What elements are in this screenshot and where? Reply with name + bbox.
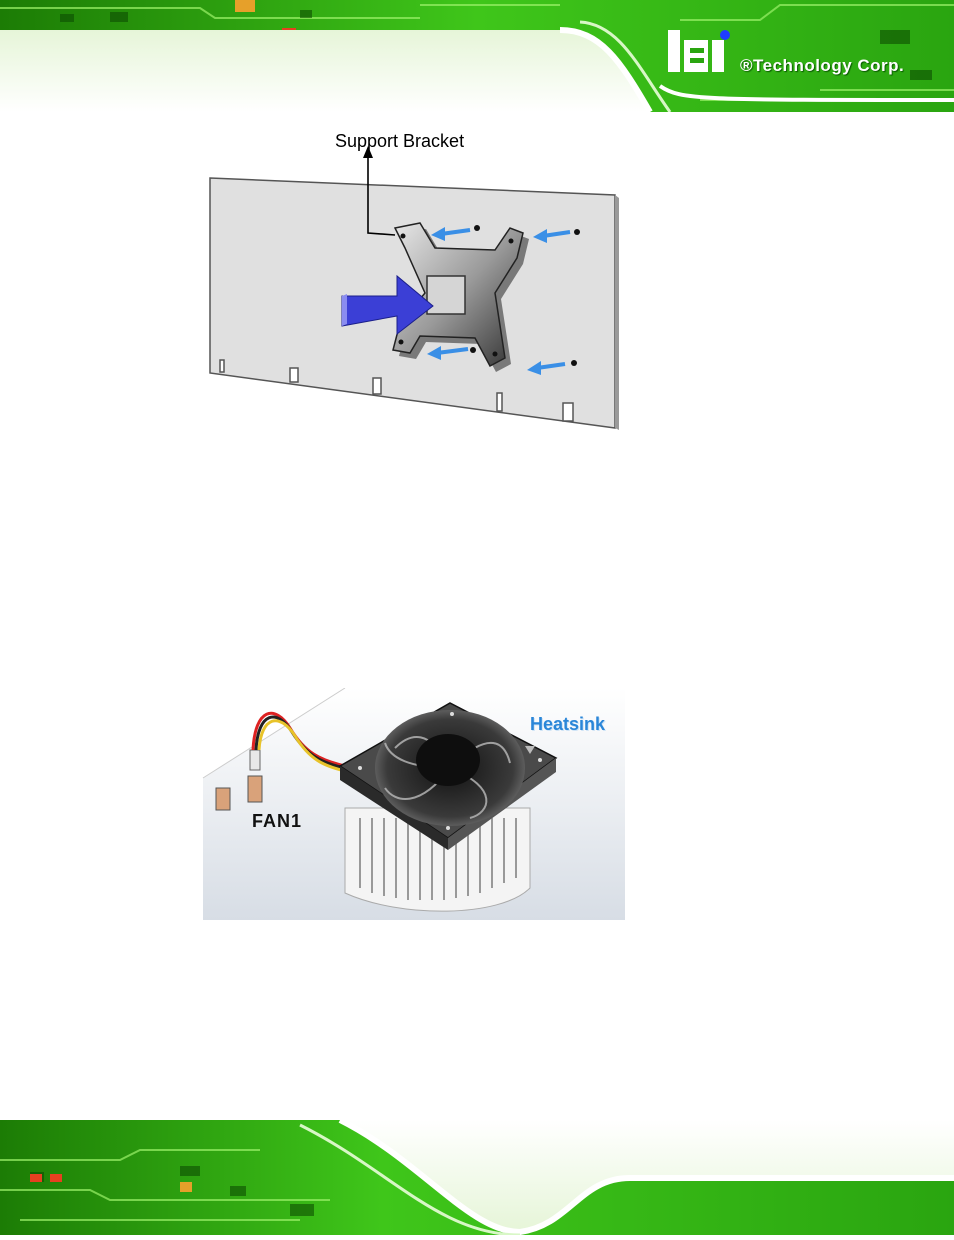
logo-text: ®Technology Corp. — [740, 56, 904, 76]
motherboard-bracket-illustration — [205, 128, 625, 433]
fan1-label: FAN1 — [252, 811, 302, 832]
header-banner: ®Technology Corp. — [0, 0, 954, 112]
footer-banner — [0, 1120, 954, 1235]
heatsink-label: Heatsink — [530, 714, 605, 735]
circuit-board-footer-graphic — [0, 1120, 954, 1235]
support-bracket-figure — [205, 128, 625, 433]
